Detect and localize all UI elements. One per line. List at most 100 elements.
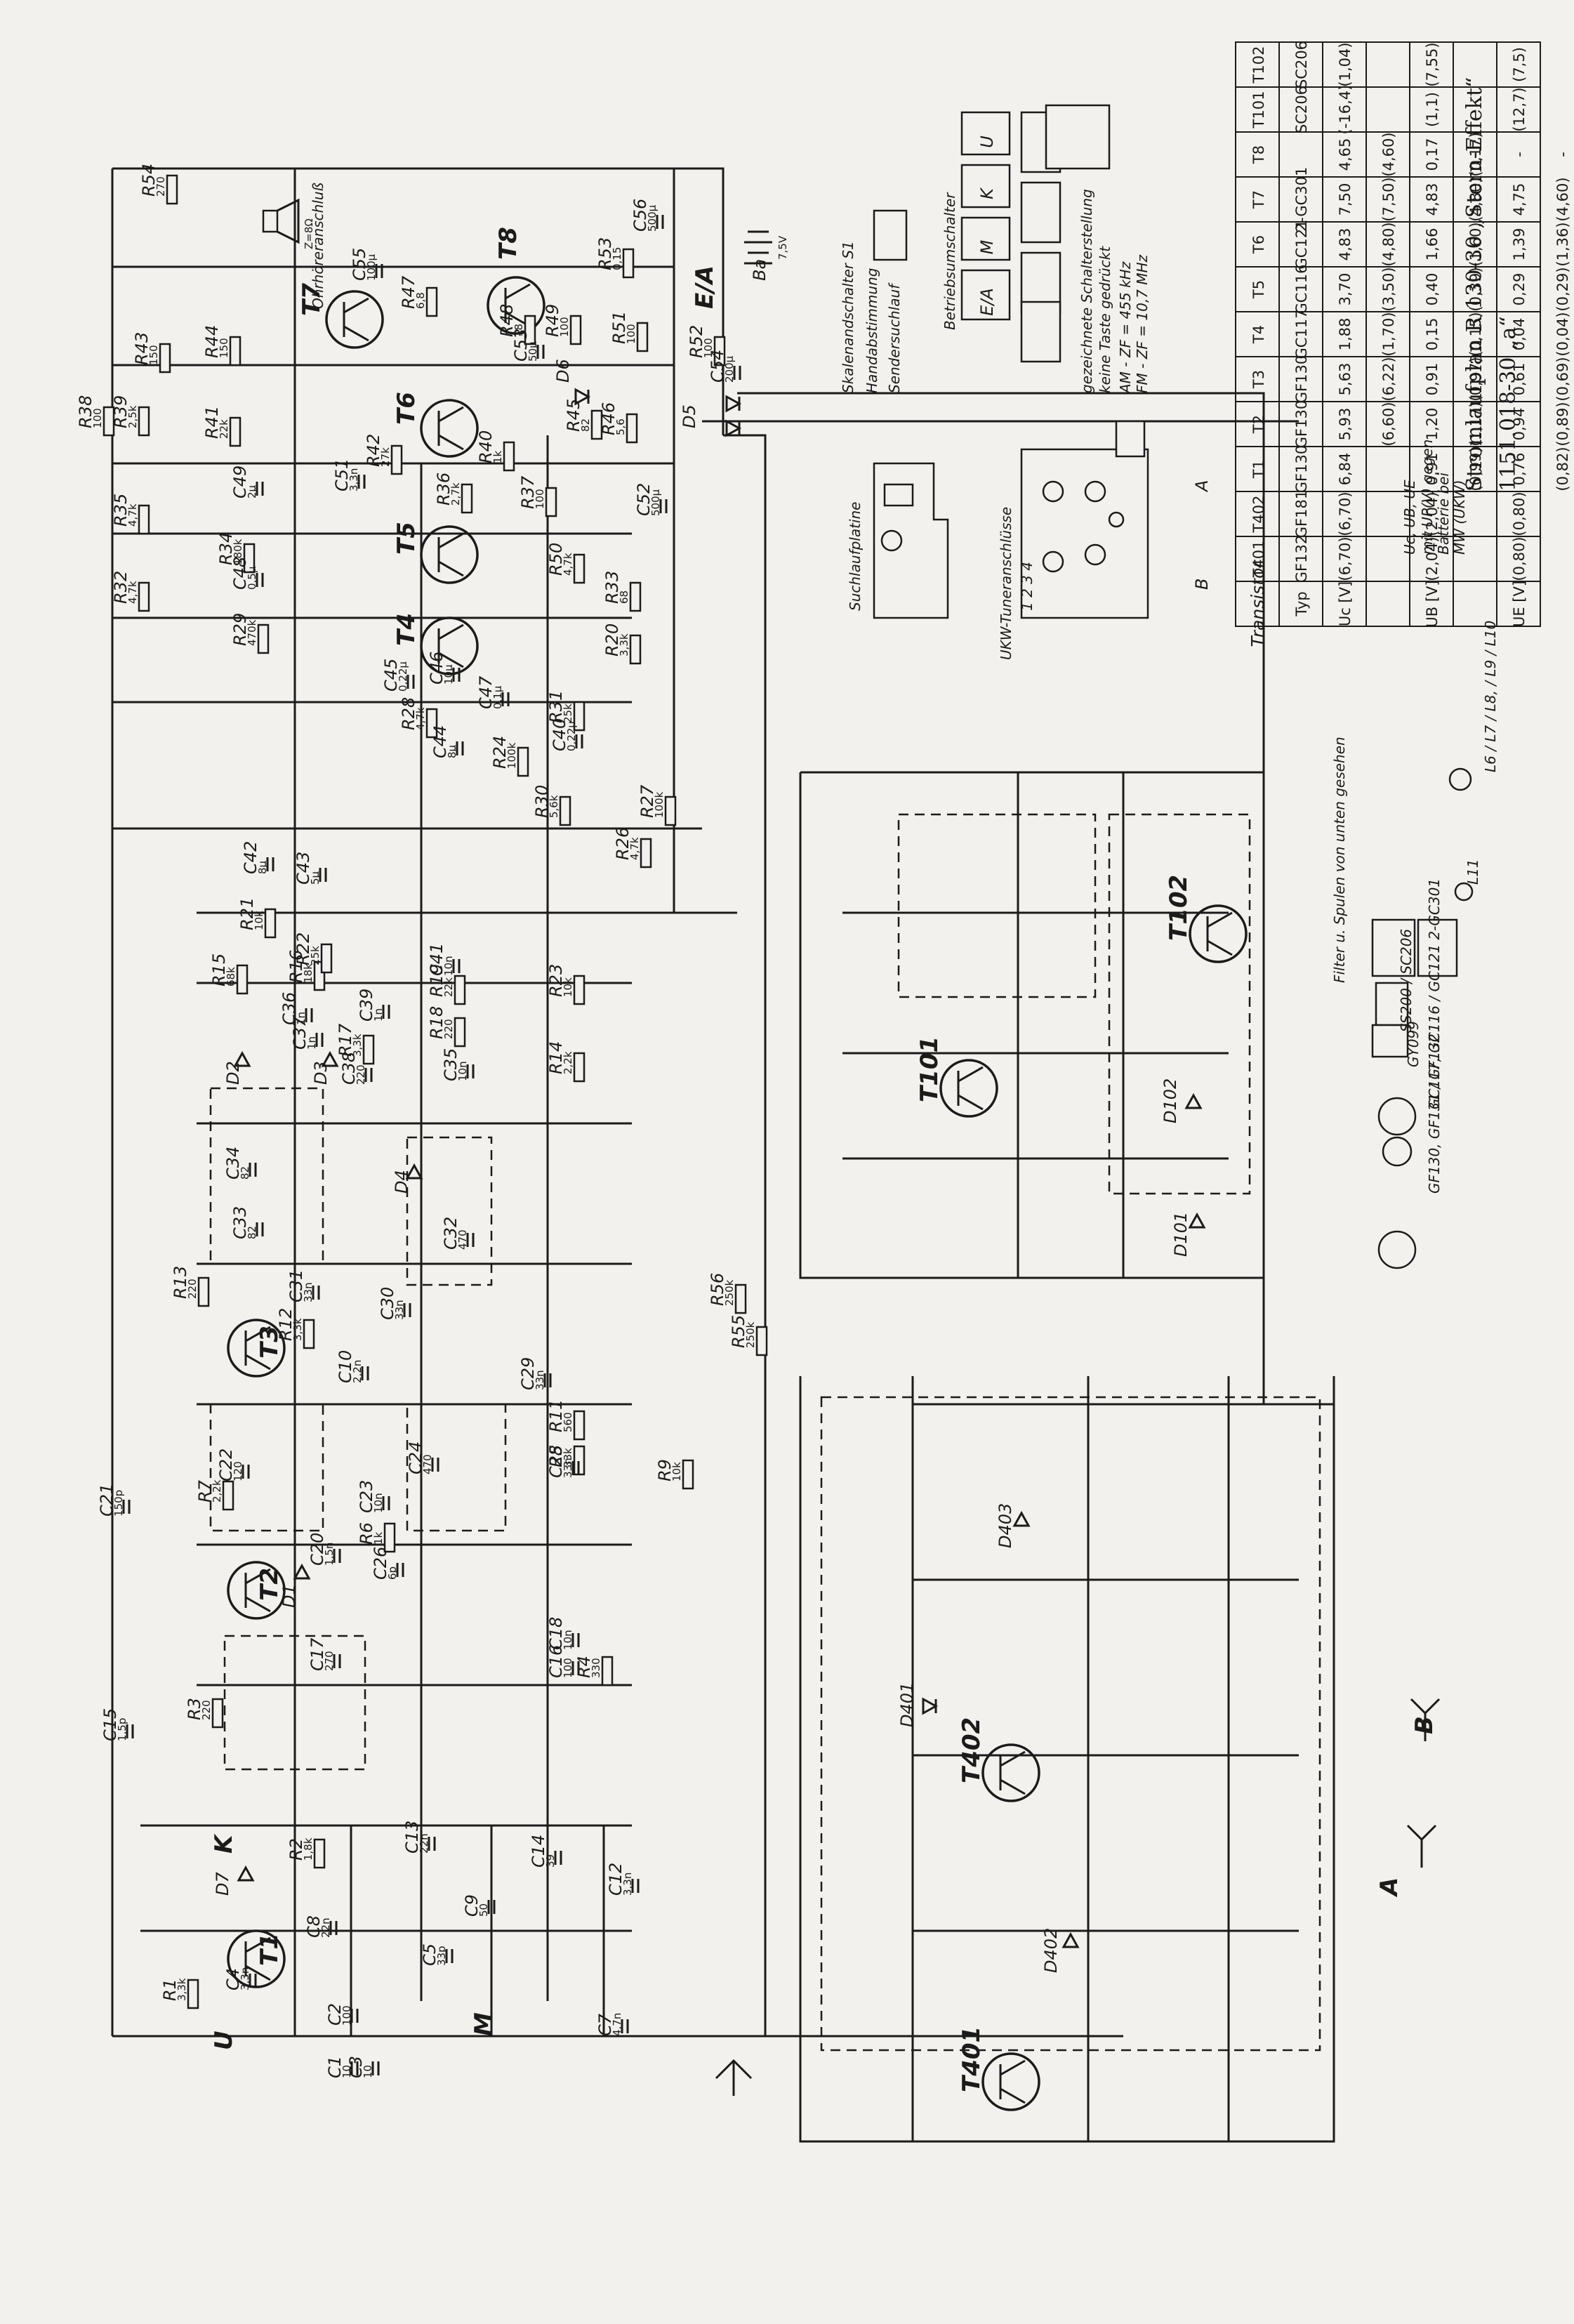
table-cell-6-9: - bbox=[1554, 152, 1571, 157]
resistor-label-r16: R16 bbox=[286, 950, 306, 983]
capacitor-value-c52: 500µ bbox=[649, 489, 662, 516]
resistor-label-r30: R30 bbox=[532, 785, 552, 818]
table-header-3: T1 bbox=[1250, 460, 1267, 479]
capacitor-label-c12: C12 bbox=[606, 1863, 626, 1896]
resistor-label-r2: R2 bbox=[286, 1838, 306, 1861]
resistor-label-r53: R53 bbox=[595, 237, 615, 270]
key-label-m: M bbox=[977, 239, 997, 254]
resistor-label-r42: R42 bbox=[364, 434, 383, 467]
terminal-label-k: K bbox=[210, 1833, 238, 1854]
capacitor-c32 bbox=[466, 1233, 475, 1247]
betrieb-switch-title: Betriebsumschalter bbox=[941, 192, 958, 330]
capacitor-value-c29: 33n bbox=[534, 1370, 546, 1390]
table-cell-6-8: (4,60) bbox=[1554, 177, 1571, 221]
capacitor-value-c14: 39 bbox=[544, 1854, 557, 1868]
capacitor-c21 bbox=[122, 1500, 131, 1514]
capacitor-c8 bbox=[329, 1921, 338, 1935]
resistor-r19 bbox=[454, 975, 466, 1005]
resistor-value-r56: 250k bbox=[723, 1279, 736, 1306]
coil-legend-2: L11 bbox=[1464, 859, 1481, 885]
table-cell-4-5: (0,15) bbox=[1467, 312, 1484, 356]
suchlauf-label: Suchlaufplatine bbox=[847, 502, 864, 611]
capacitor-label-c29: C29 bbox=[518, 1357, 538, 1390]
table-cell-1-7: 4,83 bbox=[1337, 228, 1354, 261]
transistor-t5 bbox=[420, 525, 479, 584]
resistor-value-r3: 220 bbox=[200, 1700, 213, 1720]
table-footnote-1: Uc, UB, UE bbox=[1401, 480, 1418, 555]
capacitor-label-c2: C2 bbox=[325, 2003, 345, 2026]
capacitor-label-c7: C7 bbox=[595, 2013, 615, 2036]
resistor-value-r1: 3,3k bbox=[176, 1978, 188, 2001]
capacitor-c20 bbox=[333, 1549, 341, 1563]
transistor-label-t4: T4 bbox=[392, 613, 421, 646]
key-ea bbox=[960, 269, 1011, 321]
resistor-label-r14: R14 bbox=[546, 1041, 566, 1074]
capacitor-label-c10: C10 bbox=[336, 1350, 355, 1383]
capacitor-value-c55: 100µ bbox=[365, 253, 378, 281]
table-cell-3-3: 1,20 bbox=[1424, 408, 1441, 441]
capacitor-label-c49: C49 bbox=[230, 466, 250, 499]
table-cell-5-5: 0,04 bbox=[1511, 318, 1528, 351]
table-cell-0-6: GC116 bbox=[1293, 264, 1310, 314]
resistor-r51 bbox=[636, 322, 649, 352]
capacitor-value-c25: 33n bbox=[562, 1458, 574, 1478]
table-cell-3-6: 0,40 bbox=[1424, 273, 1441, 306]
diode-label-d3: D3 bbox=[311, 1061, 331, 1085]
capacitor-c14 bbox=[554, 1851, 562, 1865]
resistor-label-r17: R17 bbox=[336, 1023, 355, 1057]
table-cell-5-3: 0,94 bbox=[1511, 408, 1528, 441]
table-cell-5-4: 0,61 bbox=[1511, 363, 1528, 396]
terminal-label-b: B bbox=[1410, 1716, 1439, 1734]
table-cell-4-9: (0,17) bbox=[1467, 132, 1484, 176]
table-cell-0-7: GC121 bbox=[1293, 219, 1310, 269]
diode-symbols bbox=[233, 388, 1206, 1948]
resistor-r6 bbox=[383, 1522, 396, 1553]
resistor-label-r12: R12 bbox=[276, 1308, 296, 1341]
table-cell-3-7: 1,66 bbox=[1424, 228, 1441, 261]
capacitor-c40 bbox=[575, 734, 583, 748]
diode-d3 bbox=[321, 1050, 339, 1067]
terminal-label-a: A bbox=[1375, 1877, 1403, 1898]
resistor-label-r8: R8 bbox=[546, 1445, 566, 1467]
resistor-value-r49: 100 bbox=[558, 317, 571, 337]
resistor-label-r56: R56 bbox=[708, 1273, 727, 1306]
package-legend-3: GY099 bbox=[1405, 1021, 1422, 1067]
resistor-value-r55: 250k bbox=[744, 1321, 757, 1348]
capacitor-value-c48: 0,5µ bbox=[246, 566, 258, 590]
capacitor-value-c16: 100 bbox=[562, 1658, 574, 1678]
title-block: Stromlaufplan R 130-30 „Stern-Effekt“ 11… bbox=[1462, 77, 1521, 491]
table-cell-6-3: (0,89) bbox=[1554, 402, 1571, 446]
resistor-value-r16: 18k bbox=[302, 963, 315, 983]
capacitor-label-c45: C45 bbox=[381, 659, 401, 692]
diode-label-d1: D1 bbox=[279, 1584, 299, 1608]
capacitor-value-c40: 0,22µ bbox=[565, 721, 578, 751]
capacitor-c37 bbox=[315, 1033, 324, 1047]
capacitor-value-c21: 150p bbox=[112, 1490, 125, 1517]
resistor-r39 bbox=[138, 406, 150, 437]
resistor-value-r22: 25k bbox=[309, 946, 322, 965]
capacitor-c5 bbox=[445, 1949, 454, 1963]
capacitor-label-c25: C25 bbox=[546, 1445, 566, 1478]
resistor-r37 bbox=[545, 487, 557, 517]
resistor-r12 bbox=[303, 1319, 315, 1349]
resistor-r33 bbox=[629, 581, 642, 612]
capacitor-c22 bbox=[242, 1465, 250, 1479]
package-legend-1: GF130, GF131 / GF132 bbox=[1426, 1034, 1443, 1194]
capacitor-c10 bbox=[361, 1366, 369, 1380]
table-cell-4-6: (0,39) bbox=[1467, 267, 1484, 311]
table-cell-1-1: (6,70) bbox=[1337, 491, 1354, 536]
resistor-label-r43: R43 bbox=[132, 332, 152, 365]
capacitor-c16 bbox=[571, 1661, 580, 1675]
resistor-value-r15: 68k bbox=[225, 967, 237, 986]
resistor-r13 bbox=[197, 1276, 210, 1307]
wiring bbox=[111, 167, 1335, 2143]
resistor-r26 bbox=[640, 838, 652, 869]
resistor-r55 bbox=[755, 1326, 768, 1356]
transistor-label-t2: T2 bbox=[256, 1568, 284, 1601]
resistor-label-r11: R11 bbox=[546, 1399, 566, 1432]
resistor-r11 bbox=[573, 1410, 586, 1441]
capacitor-label-c37: C37 bbox=[290, 1016, 310, 1050]
resistor-r43 bbox=[159, 343, 171, 374]
table-cell-4-4: (0,97) bbox=[1467, 357, 1484, 401]
resistor-label-r36: R36 bbox=[434, 473, 454, 506]
